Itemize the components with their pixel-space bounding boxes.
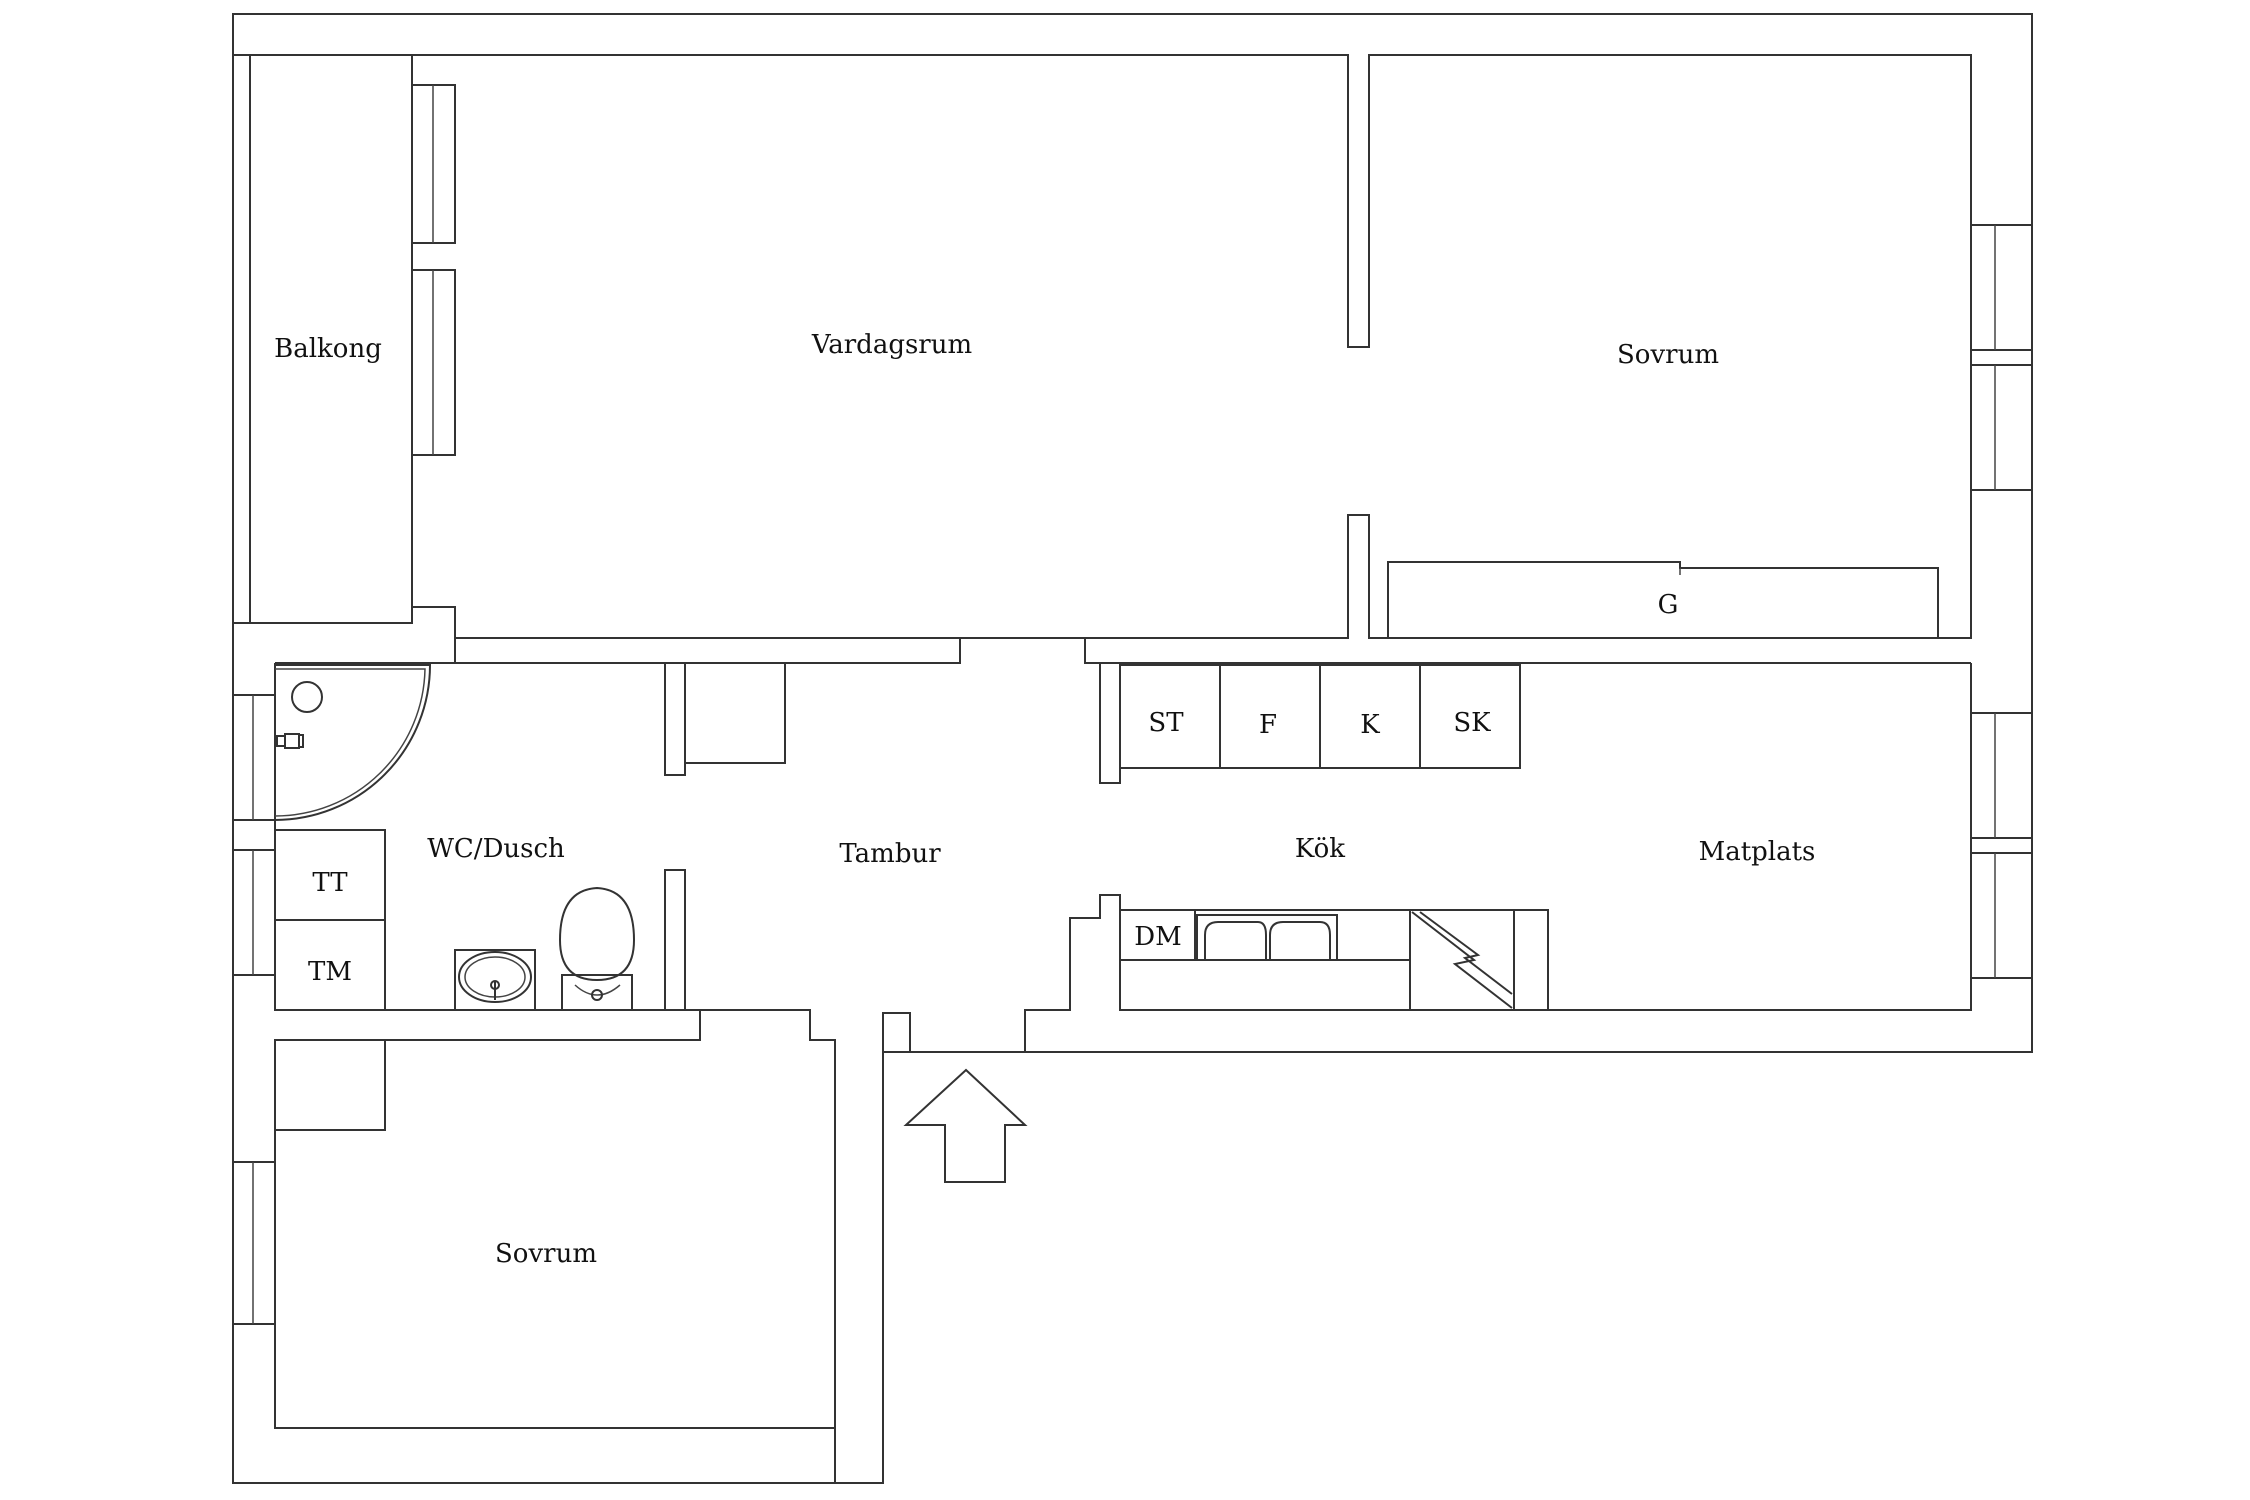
room-label-balkong: Balkong: [274, 334, 382, 364]
room-label-sovrum-top: Sovrum: [1617, 340, 1719, 370]
living-room-walls: [411, 54, 2033, 664]
room-label-vardagsrum: Vardagsrum: [811, 330, 972, 360]
fixture-label-sk: SK: [1453, 708, 1491, 738]
fixture-label-g: G: [1658, 590, 1679, 620]
wardrobe: [1387, 561, 1939, 638]
bedroom-bottom-walls: [232, 1039, 835, 1429]
shower-icon: [274, 664, 432, 822]
room-label-tambur: Tambur: [839, 839, 941, 869]
fixture-label-st: ST: [1148, 708, 1184, 738]
stove-icon: [1409, 909, 1515, 1011]
room-label-kok: Kök: [1295, 834, 1345, 864]
fixture-label-f: F: [1259, 710, 1277, 740]
fixture-label-tt: TT: [312, 868, 348, 898]
room-label-sovrum-bottom: Sovrum: [495, 1239, 597, 1269]
hall-walls: [699, 663, 2033, 1483]
washbasin-icon: [454, 949, 536, 1011]
kitchen-sink-icon: [1196, 914, 1338, 961]
laundry-units: [274, 829, 386, 1011]
room-label-matplats: Matplats: [1699, 837, 1816, 867]
fixture-label-dm: DM: [1134, 922, 1181, 952]
room-label-wc-dusch: WC/Dusch: [427, 834, 565, 864]
entrance-arrow-icon: [903, 1068, 1028, 1183]
fixture-label-tm: TM: [308, 957, 352, 987]
toilet-icon: [558, 886, 636, 1011]
kitchen-upper-cabinets: [1119, 664, 1521, 769]
fixture-label-k: K: [1360, 710, 1380, 740]
